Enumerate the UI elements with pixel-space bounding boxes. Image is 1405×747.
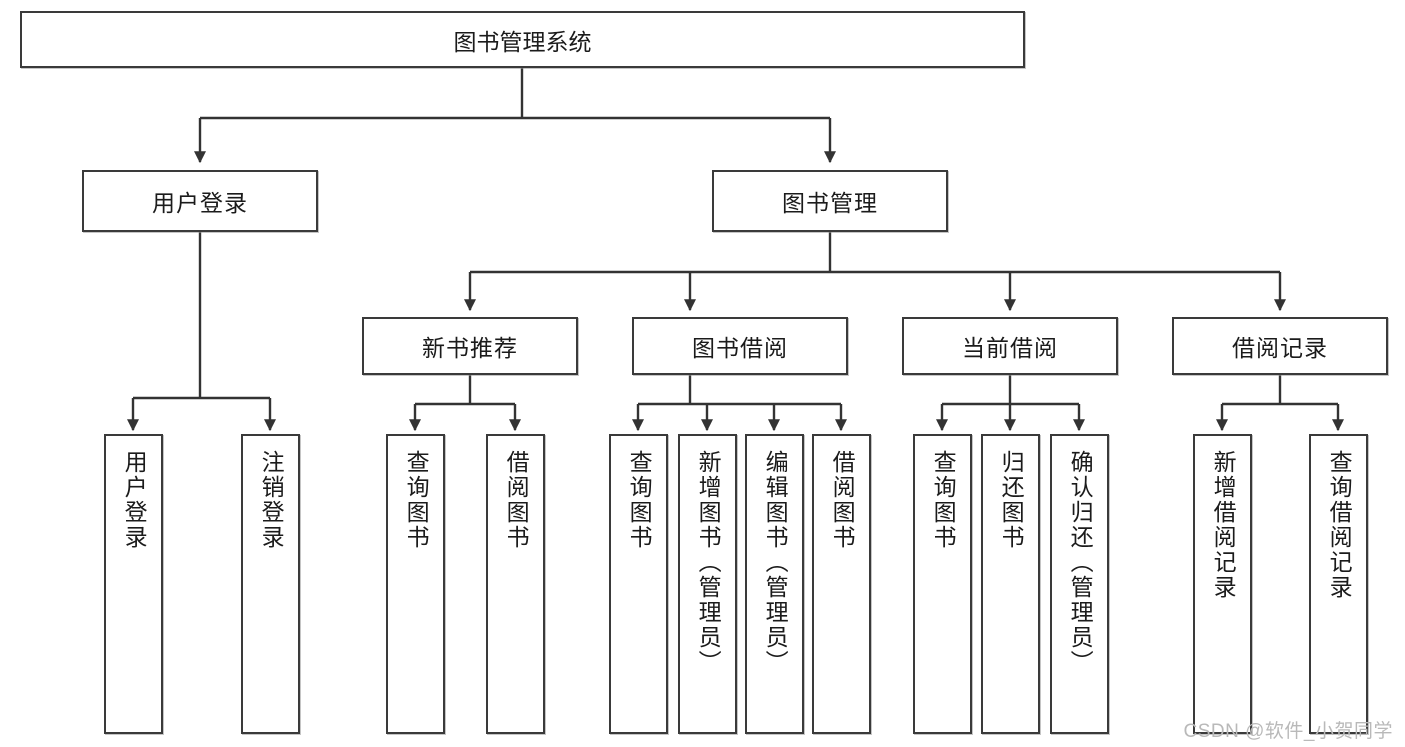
leaf-label: 新增借阅记录 xyxy=(1210,450,1237,600)
leaf-book-borrow-query[interactable]: 查询图书 xyxy=(609,434,668,734)
leaf-label: 用户登录 xyxy=(121,450,148,550)
leaf-book-borrow-add[interactable]: 新增图书（管理员） xyxy=(678,434,737,734)
node-book-management[interactable]: 图书管理 xyxy=(712,170,948,232)
leaf-label: 确认归还（管理员） xyxy=(1067,450,1094,675)
node-label: 当前借阅 xyxy=(962,335,1058,361)
leaf-book-borrow-edit[interactable]: 编辑图书（管理员） xyxy=(745,434,804,734)
watermark-text: CSDN @软件_小贺同学 xyxy=(1183,721,1393,742)
node-label: 图书管理 xyxy=(782,190,878,216)
node-label: 图书管理系统 xyxy=(453,28,592,55)
node-current-borrow[interactable]: 当前借阅 xyxy=(902,317,1118,375)
leaf-label: 借阅图书 xyxy=(829,450,856,550)
leaf-label: 注销登录 xyxy=(258,450,285,550)
leaf-label: 查询图书 xyxy=(403,450,430,550)
node-label: 借阅记录 xyxy=(1232,335,1328,361)
node-borrow-record[interactable]: 借阅记录 xyxy=(1172,317,1388,375)
leaf-user-login-login[interactable]: 用户登录 xyxy=(104,434,163,734)
leaf-label: 归还图书 xyxy=(998,450,1025,550)
node-label: 用户登录 xyxy=(152,190,248,216)
node-label: 新书推荐 xyxy=(422,335,518,361)
leaf-borrow-record-add[interactable]: 新增借阅记录 xyxy=(1193,434,1252,734)
leaf-user-login-logout[interactable]: 注销登录 xyxy=(241,434,300,734)
node-label: 图书借阅 xyxy=(692,335,788,361)
leaf-label: 查询借阅记录 xyxy=(1326,450,1353,600)
leaf-book-borrow-borrow[interactable]: 借阅图书 xyxy=(812,434,871,734)
leaf-new-book-query[interactable]: 查询图书 xyxy=(386,434,445,734)
node-new-book-recommend[interactable]: 新书推荐 xyxy=(362,317,578,375)
leaf-new-book-borrow[interactable]: 借阅图书 xyxy=(486,434,545,734)
leaf-current-borrow-query[interactable]: 查询图书 xyxy=(913,434,972,734)
node-user-login[interactable]: 用户登录 xyxy=(82,170,318,232)
node-book-borrow[interactable]: 图书借阅 xyxy=(632,317,848,375)
leaf-label: 查询图书 xyxy=(626,450,653,550)
leaf-label: 新增图书（管理员） xyxy=(695,450,722,675)
leaf-label: 编辑图书（管理员） xyxy=(762,450,789,675)
leaf-borrow-record-query[interactable]: 查询借阅记录 xyxy=(1309,434,1368,734)
leaf-label: 查询图书 xyxy=(930,450,957,550)
leaf-current-borrow-return[interactable]: 归还图书 xyxy=(981,434,1040,734)
leaf-current-borrow-confirm-return[interactable]: 确认归还（管理员） xyxy=(1050,434,1109,734)
leaf-label: 借阅图书 xyxy=(503,450,530,550)
node-root-system[interactable]: 图书管理系统 xyxy=(20,11,1025,68)
